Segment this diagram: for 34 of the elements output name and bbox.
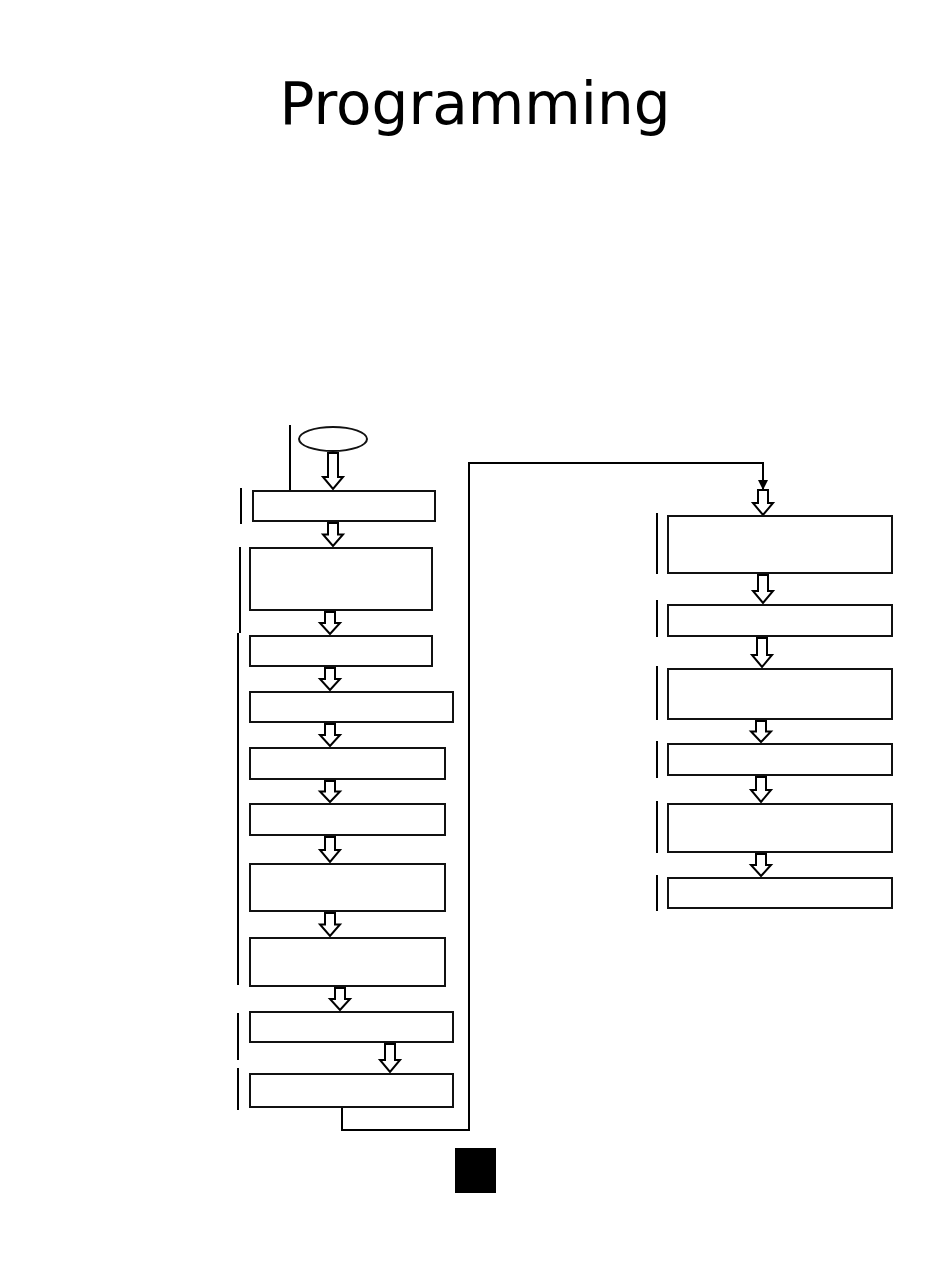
block-arrow [750,489,776,517]
process-box [249,937,446,987]
block-arrow [748,720,774,744]
block-arrow [317,836,343,864]
process-box [249,691,454,723]
process-box [667,515,893,574]
block-arrow [320,452,346,491]
process-box [252,490,436,522]
block-arrow [317,780,343,804]
connector-line [341,462,768,1131]
block-arrow [750,574,776,605]
process-box [249,1073,454,1108]
process-box [249,863,446,912]
block-arrow [748,853,774,878]
block-arrow [377,1043,403,1074]
process-box [249,803,446,836]
process-box [249,547,433,611]
process-box [667,877,893,909]
block-arrow [327,987,353,1012]
block-arrow [748,776,774,804]
block-arrow [317,611,343,636]
process-box [667,743,893,776]
block-arrow [749,637,775,669]
process-box [249,635,433,667]
block-arrow [317,723,343,748]
block-arrow [317,912,343,938]
block-arrow [320,522,346,548]
process-box [249,1011,454,1043]
process-box [667,803,893,853]
process-box [667,668,893,720]
block-arrow [317,667,343,692]
page-title: Programming [278,70,672,138]
process-box [667,604,893,637]
process-box [249,747,446,780]
